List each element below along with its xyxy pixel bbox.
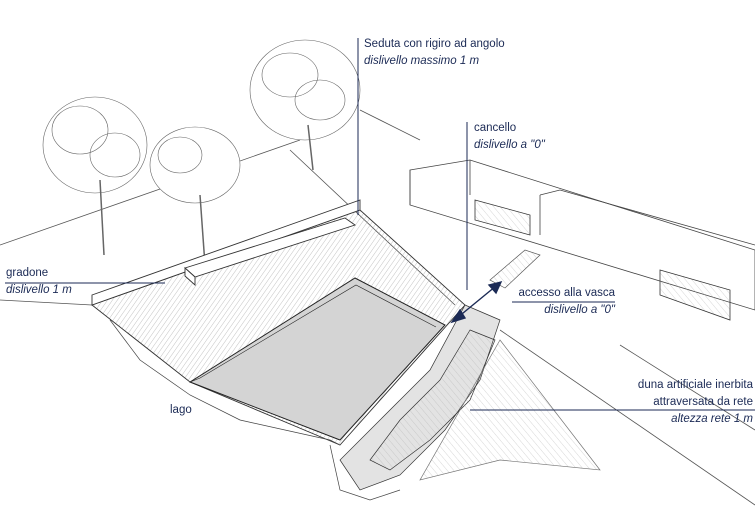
access-arrow (450, 280, 503, 324)
annotation-lago-title: lago (170, 404, 192, 416)
lago-edge (109, 319, 401, 501)
tree-right (249, 39, 361, 171)
annotation-duna-line2: attraversata da rete (653, 396, 753, 408)
tree-middle (149, 126, 241, 266)
annotation-cancello: cancello dislivello a "0" (474, 120, 545, 154)
annotation-gradone: gradone dislivello 1 m (6, 265, 72, 299)
bench (184, 217, 356, 287)
tree-left (42, 96, 148, 256)
annotation-gradone-detail: dislivello 1 m (6, 284, 72, 296)
annotation-cancello-detail: dislivello a "0" (474, 139, 545, 151)
annotation-accesso-title: accesso alla vasca (518, 287, 615, 299)
annotation-gradone-title: gradone (6, 267, 49, 279)
leader-lines (5, 38, 755, 411)
building (409, 159, 755, 321)
annotation-seduta-detail: dislivello massimo 1 m (364, 55, 480, 67)
annotation-duna-detail: altezza rete 1 m (671, 413, 753, 425)
annotation-accesso-detail: dislivello a "0" (544, 304, 615, 316)
annotation-seduta-title: Seduta con rigiro ad angolo (364, 38, 505, 50)
annotation-lago: lago (170, 402, 192, 419)
pool (188, 277, 446, 441)
annotation-accesso: accesso alla vasca dislivello a "0" (500, 285, 615, 319)
annotation-cancello-title: cancello (474, 122, 517, 134)
annotation-duna-line1: duna artificiale inerbita (637, 379, 753, 391)
annotation-duna: duna artificiale inerbita attraversata d… (595, 377, 753, 428)
annotation-seduta: Seduta con rigiro ad angolo dislivello m… (364, 36, 505, 70)
